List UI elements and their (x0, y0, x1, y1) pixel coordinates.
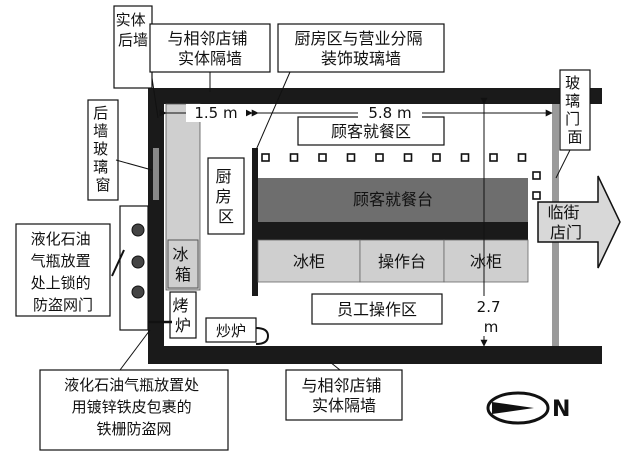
street-door-arrow (537, 175, 621, 269)
gas-bottle-2 (131, 255, 145, 269)
counter-divider (258, 222, 528, 240)
dim-depth-bg (476, 296, 506, 336)
dining-seat (517, 153, 527, 162)
stir-fry-stove-box (205, 317, 257, 343)
leader-gas-mesh (119, 329, 151, 371)
dining-seat (346, 153, 356, 162)
staff-area-label-box (311, 293, 443, 325)
prep-table-box (359, 239, 445, 283)
staff-area-label: 员工操作区 (337, 300, 417, 319)
gas-lock-door-box (15, 223, 111, 317)
dining-seat (460, 153, 470, 162)
dining-table-label: 顾客就餐台 (353, 190, 433, 209)
dining-seat (261, 153, 270, 162)
neighbor-wall-bottom-label: 与相邻店铺 实体隔墙 (301, 376, 386, 415)
cabinet-left-label: 冰柜 (293, 252, 325, 271)
stir-fry-stove-label: 炒炉 (216, 322, 246, 340)
gas-storage-box (119, 205, 149, 331)
back-wall-solid-label: 实体 后墙 (116, 11, 151, 49)
glass-door-box (559, 69, 591, 151)
oven-label: 烤 炉 (172, 296, 193, 335)
gas-bottle-3 (131, 285, 145, 299)
dining-seat (375, 153, 384, 162)
gas-pipe-hook (255, 327, 270, 345)
dining-area-label: 顾客就餐区 (331, 122, 411, 141)
glass-door-label: 玻 璃 门 面 (565, 74, 585, 146)
leader-glass-door (555, 149, 571, 179)
fridge-vertical (167, 239, 199, 289)
street-door-label: 临街 店门 (547, 203, 584, 242)
dining-seat (489, 153, 498, 162)
bottom-neighbor-wall (162, 346, 602, 364)
dining-seat (432, 153, 441, 162)
dim-dining-bg (358, 104, 422, 122)
dim-depth-label: 2.7 m (477, 298, 506, 336)
compass-letter: N (552, 397, 570, 422)
gas-bottle-1 (131, 223, 145, 237)
prep-table-label: 操作台 (378, 252, 426, 271)
oven-box (169, 291, 197, 339)
fridge-vertical-label: 冰 箱 (172, 245, 193, 284)
dining-seats (261, 153, 541, 200)
kitchen-area-box (207, 157, 245, 235)
dim-kitchen-bg (186, 104, 246, 122)
back-solid-wall (148, 88, 164, 364)
north-arrow-icon (486, 391, 550, 425)
gas-door-swing (111, 249, 125, 277)
cabinet-left-box (257, 239, 361, 283)
gas-lock-door-label: 液化石油 气瓶放置 处上锁的 防盗网门 (31, 230, 96, 314)
neighbor-wall-bottom-box (285, 369, 403, 421)
leader-glass-window (115, 159, 153, 171)
dim-width-dining-label: 5.8 m (368, 104, 411, 122)
dining-seat (532, 191, 541, 200)
back-wall-glass-window-strip (153, 148, 159, 200)
dim-width-kitchen-label: 1.5 m (194, 104, 237, 122)
dining-seat (289, 153, 299, 162)
neighbor-wall-top-box (149, 23, 271, 73)
kitchen-partition-box (277, 23, 445, 73)
leader-partition (255, 71, 291, 151)
kitchen-partition-label: 厨房区与营业分隔 装饰玻璃墙 (294, 29, 427, 68)
dining-seat (318, 153, 327, 162)
kitchen-glass-partition (252, 148, 258, 296)
gas-mesh-box (39, 369, 229, 451)
top-neighbor-wall (162, 88, 602, 104)
back-wall-glass-window-label: 后 墙 玻 璃 窗 (93, 104, 113, 194)
back-wall-glass-window-box (87, 99, 119, 201)
gas-mesh-label: 液化石油气瓶放置处 用镀锌铁皮包裹的 铁栅防盗网 (64, 376, 204, 438)
leader-back-wall (151, 77, 159, 119)
cabinet-right-label: 冰柜 (470, 252, 502, 271)
dining-seat (532, 171, 541, 180)
neighbor-wall-top-label: 与相邻店铺 实体隔墙 (167, 29, 252, 68)
back-wall-solid-box (113, 5, 153, 89)
leader-neighbor-bottom (329, 361, 341, 371)
kitchen-area-label: 厨 房 区 (215, 167, 236, 226)
dining-seat (403, 153, 413, 162)
